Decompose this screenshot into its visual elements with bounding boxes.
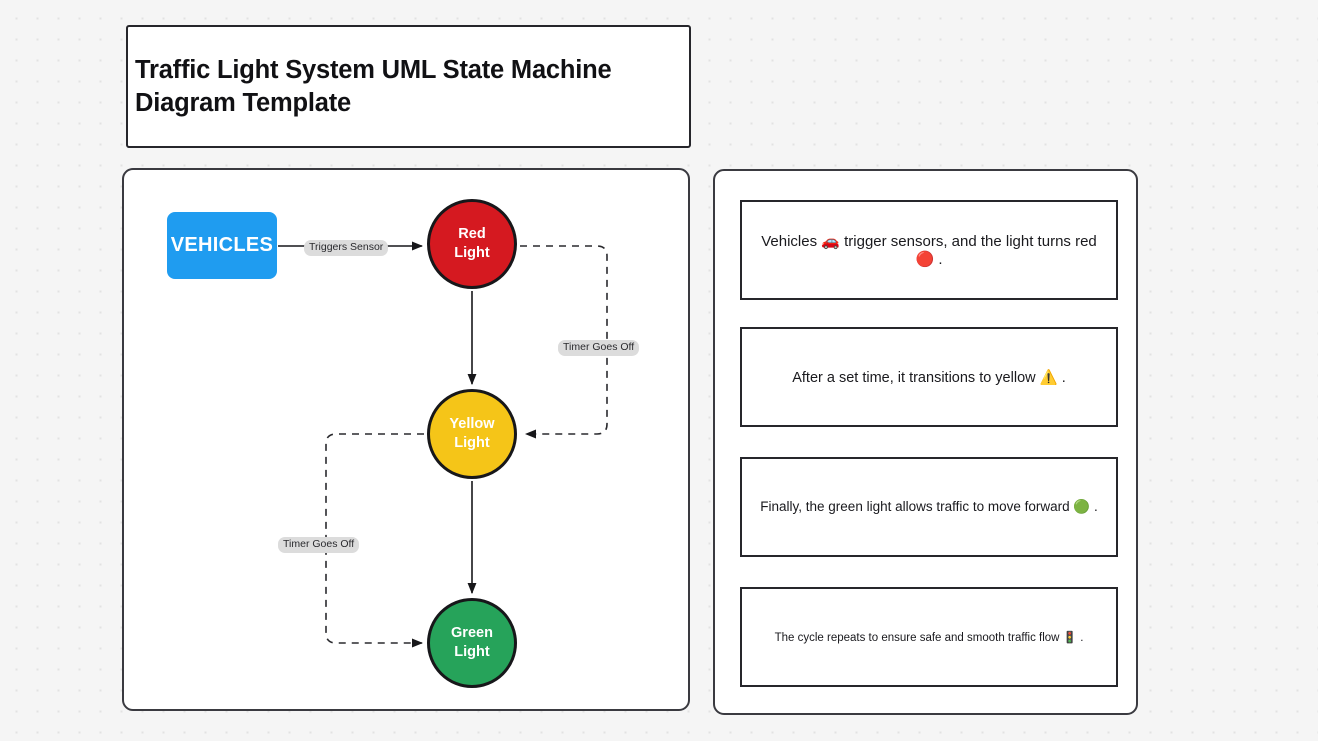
node-green-light[interactable]: Green Light: [427, 598, 517, 688]
note-card[interactable]: The cycle repeats to ensure safe and smo…: [740, 587, 1118, 687]
note-text-before: After a set time, it transitions to yell…: [792, 369, 1040, 386]
edge-timer-red-to-yellow: [520, 245, 608, 439]
node-green-light-label-line2: Light: [454, 644, 490, 660]
note-text-before: Finally, the green light allows traffic …: [760, 499, 1074, 514]
page-title-line2: Template: [242, 88, 352, 117]
node-red-light[interactable]: Red Light: [427, 199, 517, 289]
note-text-after: trigger sensors, and the light turns red: [839, 233, 1097, 250]
notes-panel: Vehicles 🚗 trigger sensors, and the ligh…: [713, 169, 1138, 715]
note-text: Vehicles 🚗 trigger sensors, and the ligh…: [756, 232, 1102, 268]
diagram-panel: VEHICLES Red Light Yellow Light Green Li…: [122, 168, 690, 711]
node-red-light-label-line2: Light: [454, 245, 490, 261]
note-card[interactable]: Vehicles 🚗 trigger sensors, and the ligh…: [740, 200, 1118, 300]
note-text: Finally, the green light allows traffic …: [760, 499, 1097, 515]
node-yellow-light-label-line1: Yellow: [449, 415, 495, 432]
note-text: The cycle repeats to ensure safe and smo…: [775, 630, 1084, 644]
warning-emoji: ⚠️: [1039, 369, 1058, 386]
edge-label-timer-goes-off-yellow: Timer Goes Off: [278, 537, 360, 553]
node-yellow-light-label-line2: Light: [454, 435, 490, 451]
traffic-light-emoji: 🚦: [1062, 630, 1077, 644]
note-text-end: .: [1090, 499, 1098, 514]
node-red-light-label-line1: Red: [458, 225, 486, 242]
car-emoji: 🚗: [821, 232, 840, 250]
page-title-line1: Traffic Light System UML State Machine D…: [135, 55, 612, 117]
red-circle-emoji: 🔴: [915, 250, 935, 268]
note-text-before: The cycle repeats to ensure safe and smo…: [774, 632, 1063, 644]
note-text-end: .: [1057, 369, 1066, 386]
node-yellow-light[interactable]: Yellow Light: [427, 389, 517, 479]
node-vehicles-label: VEHICLES: [170, 234, 274, 256]
note-text-end: .: [934, 251, 943, 268]
green-circle-emoji: 🟢: [1073, 499, 1091, 515]
title-frame: Traffic Light System UML State Machine D…: [126, 25, 691, 148]
page-title: Traffic Light System UML State Machine D…: [128, 54, 689, 119]
note-card[interactable]: After a set time, it transitions to yell…: [740, 327, 1118, 427]
note-card[interactable]: Finally, the green light allows traffic …: [740, 457, 1118, 557]
edge-label-triggers-sensor: Triggers Sensor: [304, 240, 389, 256]
note-text-before: Vehicles: [761, 233, 822, 250]
node-green-light-label-line1: Green: [451, 624, 493, 641]
note-text-end: .: [1077, 632, 1084, 644]
note-text: After a set time, it transitions to yell…: [792, 369, 1066, 386]
edge-label-timer-goes-off-red: Timer Goes Off: [558, 340, 640, 356]
node-vehicles[interactable]: VEHICLES: [167, 212, 277, 279]
